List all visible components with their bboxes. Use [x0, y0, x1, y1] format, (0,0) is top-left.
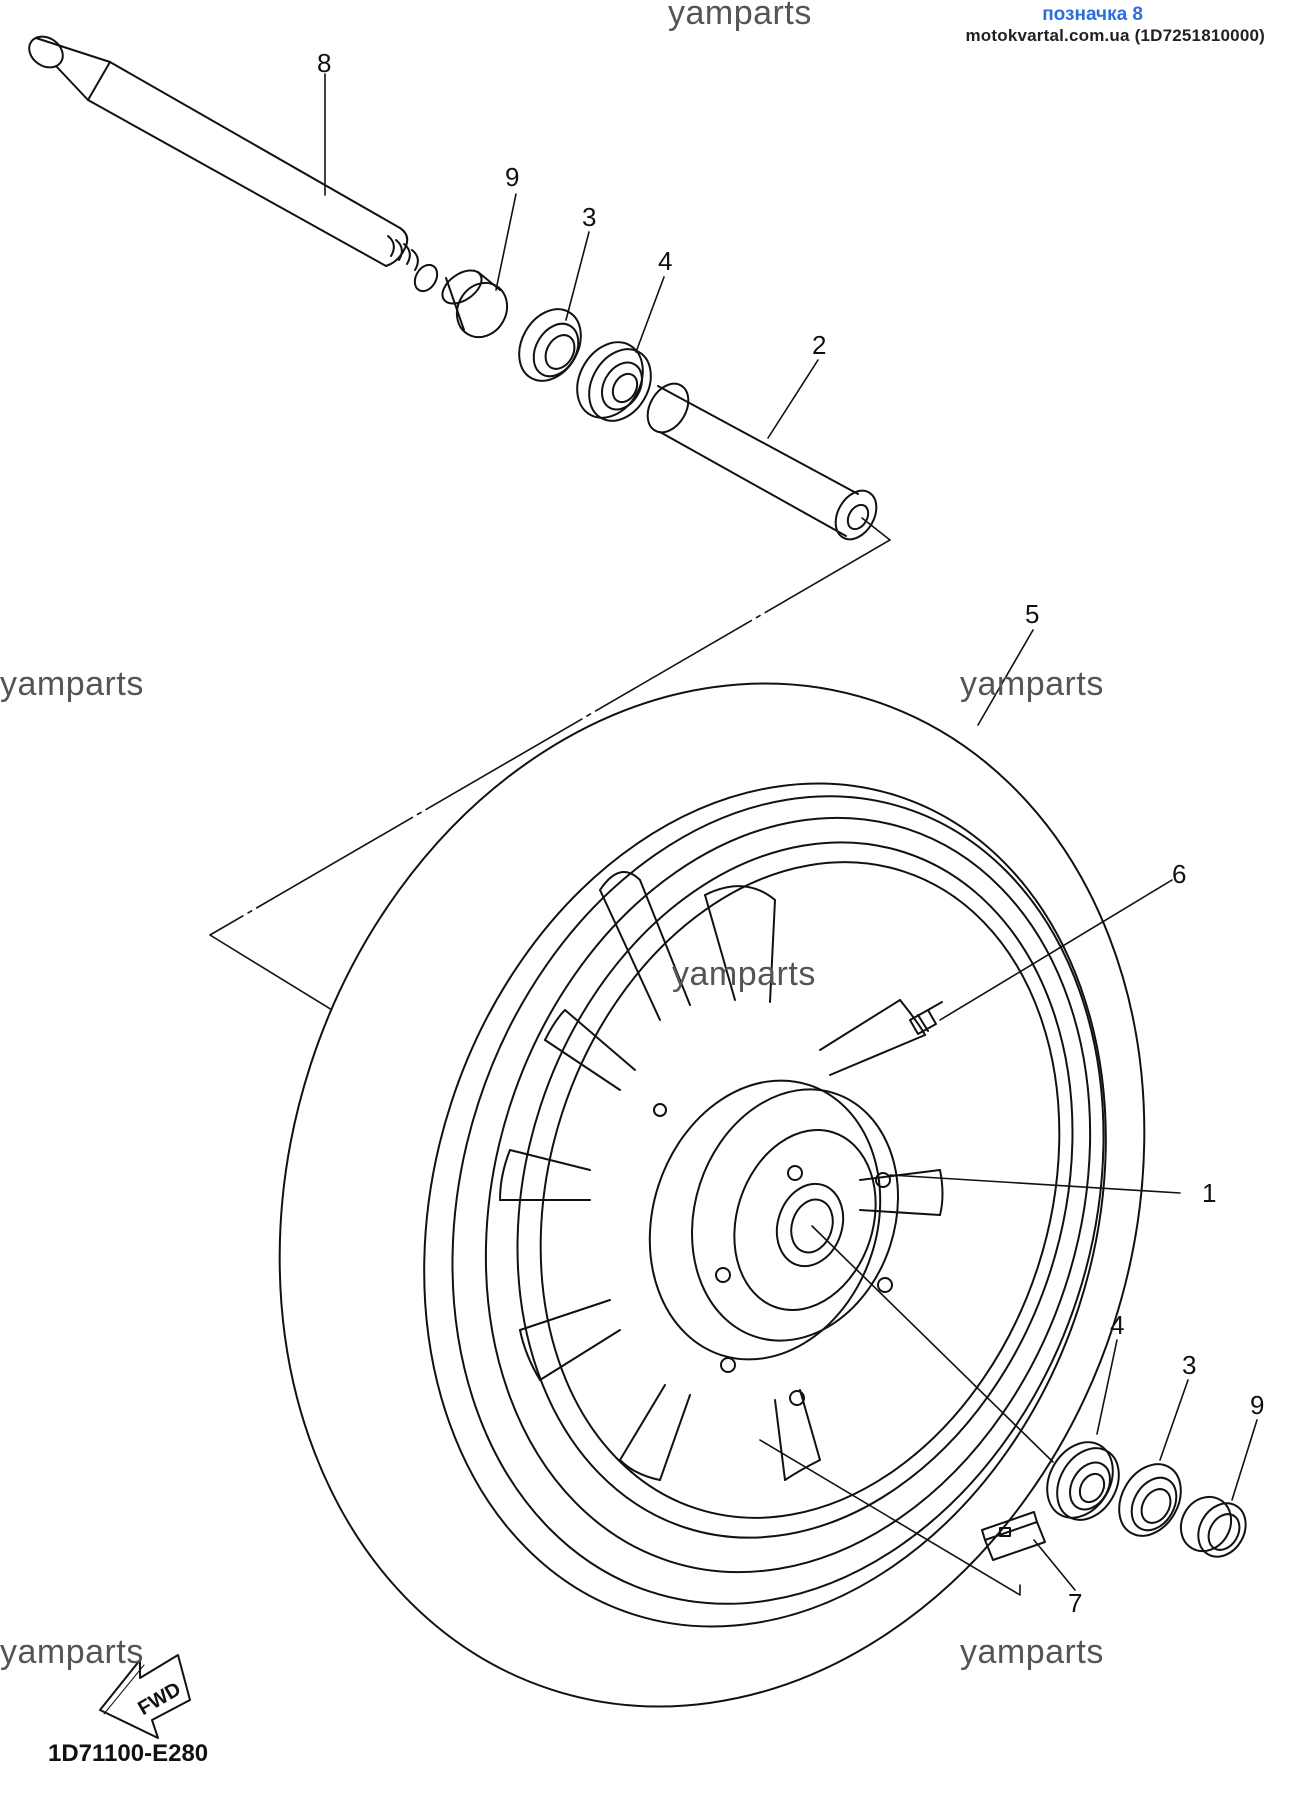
callout-bearing-top: 4 [658, 246, 672, 276]
valve [909, 1001, 943, 1035]
collar-bottom [1179, 1495, 1247, 1558]
cast-wheel [484, 816, 1092, 1574]
watermark-tire: yamparts [960, 665, 1104, 703]
callout-tire: 5 [1025, 599, 1039, 629]
watermark-bottom-left: yamparts [0, 1633, 144, 1671]
callout-seal-top: 3 [582, 202, 596, 232]
header-source: motokvartal.com.ua (1D7251810000) [965, 26, 1265, 45]
assembly-line-hub [811, 1225, 1054, 1463]
seal-top [518, 308, 582, 382]
callout-cast-wheel: 1 [1202, 1178, 1216, 1208]
callout-axle: 8 [317, 48, 331, 78]
watermark-bottom-right: yamparts [960, 1633, 1104, 1671]
assembly-line-axle [209, 517, 891, 1011]
callout-bearing-bottom: 4 [1110, 1310, 1124, 1340]
balance-weight [981, 1511, 1046, 1561]
fwd-arrow-icon: FWD [99, 1654, 191, 1739]
seal-bottom [1118, 1463, 1182, 1537]
assembly-line-weight [759, 1439, 1021, 1596]
part-code: 1D71100-E280 [48, 1740, 209, 1767]
watermark-left: yamparts [0, 665, 144, 703]
watermark-top: yamparts [668, 0, 812, 32]
callout-spacer: 2 [812, 330, 826, 360]
spacer [646, 382, 878, 541]
axle [28, 35, 439, 293]
watermark-center: yamparts [672, 955, 816, 993]
callout-collar-top: 9 [505, 162, 519, 192]
bearing-bottom [1046, 1441, 1120, 1521]
collar-top [441, 269, 509, 339]
callout-valve: 6 [1172, 859, 1186, 889]
leader-lines [324, 73, 1258, 1591]
tire [278, 682, 1146, 1708]
callout-balance-weight: 7 [1068, 1588, 1082, 1618]
bearing-top [576, 341, 652, 422]
callout-collar-bottom: 9 [1250, 1390, 1264, 1420]
callout-seal-bottom: 3 [1182, 1350, 1196, 1380]
header-link[interactable]: позначка 8 [1042, 4, 1143, 25]
callout-numbers: 8 9 3 4 2 5 6 1 4 3 9 7 [317, 48, 1264, 1618]
